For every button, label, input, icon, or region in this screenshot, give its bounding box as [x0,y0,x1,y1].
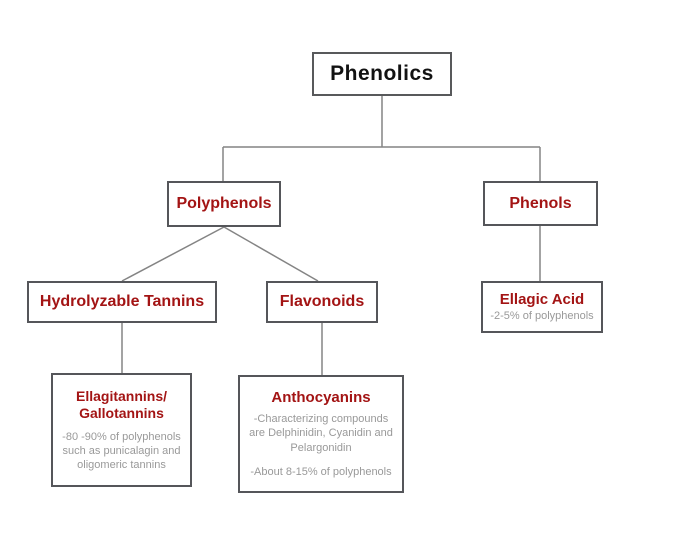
node-hydrolyzable-tannins-title: Hydrolyzable Tannins [39,293,205,310]
node-phenolics: Phenolics [312,52,452,96]
node-ellagitannins-gallotannins-title: Ellagitannins/ Gallotannins [76,388,167,423]
node-anthocyanins: Anthocyanins -Characterizing compounds a… [238,375,404,493]
node-phenols-title: Phenols [509,194,572,212]
node-polyphenols: Polyphenols [167,181,281,227]
node-ellagitannins-title-line2: Gallotannins [79,405,164,422]
node-phenols: Phenols [483,181,598,226]
node-ellagitannins-title-line1: Ellagitannins/ [75,387,167,404]
node-polyphenols-title: Polyphenols [176,195,272,212]
node-ellagitannins-gallotannins-description: -80 -90% of polyphenols such as punicala… [62,430,181,472]
node-flavonoids: Flavonoids [266,281,378,323]
node-hydrolyzable-tannins: Hydrolyzable Tannins [27,281,217,323]
node-ellagitannins-gallotannins: Ellagitannins/ Gallotannins -80 -90% of … [51,373,192,487]
node-ellagic-acid-title: Ellagic Acid [499,290,585,308]
node-ellagic-acid: Ellagic Acid -2-5% of polyphenols [481,281,603,333]
node-anthocyanins-title: Anthocyanins [271,388,371,406]
node-ellagic-acid-description: -2-5% of polyphenols [490,309,594,322]
node-phenolics-title: Phenolics [330,62,434,85]
node-anthocyanins-description-1: -Characterizing compounds are Delphinidi… [249,412,393,454]
node-flavonoids-title: Flavonoids [279,293,365,310]
node-anthocyanins-description-2: -About 8-15% of polyphenols [250,465,392,478]
